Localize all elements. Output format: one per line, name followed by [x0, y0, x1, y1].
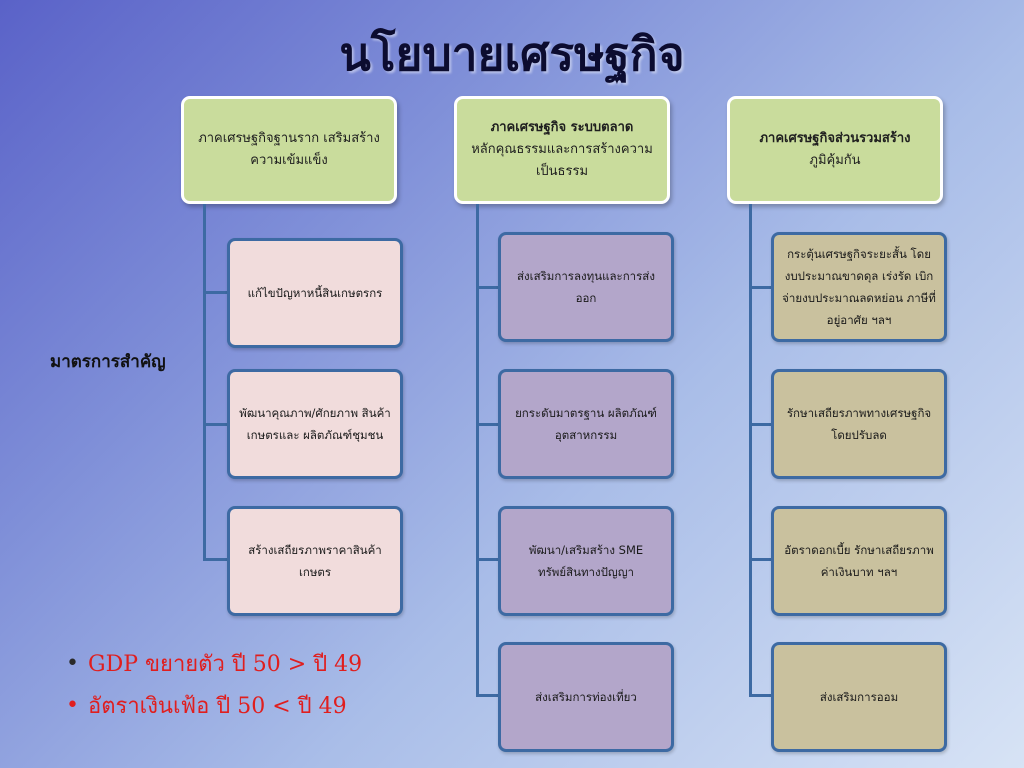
header-line: ภาคเศรษฐกิจส่วนรวมสร้าง: [759, 131, 911, 146]
connector-branch: [476, 286, 502, 289]
measure-box: ส่งเสริมการลงทุนและการส่งออก: [498, 232, 674, 342]
connector-vertical: [203, 204, 206, 560]
measure-box: สร้างเสถียรภาพราคาสินค้า เกษตร: [227, 506, 403, 616]
header-line: เป็นธรรม: [535, 164, 589, 179]
bullet-list: • GDP ขยายตัว ปี 50 > ปี 49 • อัตราเงินเ…: [66, 642, 362, 726]
header-line: ภาคเศรษฐกิจฐานราก เสริมสร้าง: [198, 131, 380, 146]
measure-box: พัฒนา/เสริมสร้าง SME ทรัพย์สินทางปัญญา: [498, 506, 674, 616]
column-header-market: ภาคเศรษฐกิจ ระบบตลาด หลักคุณธรรมและการสร…: [454, 96, 670, 204]
connector-branch: [749, 558, 775, 561]
bullet-item: • GDP ขยายตัว ปี 50 > ปี 49: [66, 642, 362, 684]
column-header-macro: ภาคเศรษฐกิจส่วนรวมสร้าง ภูมิคุ้มกัน: [727, 96, 943, 204]
connector-branch: [476, 558, 502, 561]
connector-branch: [203, 558, 229, 561]
header-line: ภูมิคุ้มกัน: [809, 153, 861, 168]
measure-box: ยกระดับมาตรฐาน ผลิตภัณฑ์อุตสาหกรรม: [498, 369, 674, 479]
connector-branch: [749, 423, 775, 426]
bullet-dot-icon: •: [66, 692, 79, 718]
bullet-dot-icon: •: [66, 650, 79, 676]
measure-box: กระตุ้นเศรษฐกิจระยะสั้น โดย งบประมาณขาดด…: [771, 232, 947, 342]
measure-box: รักษาเสถียรภาพทางเศรษฐกิจ โดยปรับลด: [771, 369, 947, 479]
connector-branch: [476, 423, 502, 426]
connector-branch: [476, 694, 502, 697]
connector-branch: [749, 694, 775, 697]
bullet-item: • อัตราเงินเฟ้อ ปี 50 < ปี 49: [66, 684, 362, 726]
connector-branch: [203, 423, 229, 426]
measure-box: แก้ไขปัญหาหนี้สินเกษตรกร: [227, 238, 403, 348]
connector-branch: [749, 286, 775, 289]
column-header-grassroots: ภาคเศรษฐกิจฐานราก เสริมสร้าง ความเข้มแข็…: [181, 96, 397, 204]
connector-vertical: [476, 204, 479, 697]
header-line: ภาคเศรษฐกิจ ระบบตลาด: [490, 120, 634, 135]
connector-vertical: [749, 204, 752, 697]
measure-box: อัตราดอกเบี้ย รักษาเสถียรภาพ ค่าเงินบาท …: [771, 506, 947, 616]
bullet-text: อัตราเงินเฟ้อ ปี 50 < ปี 49: [88, 693, 347, 719]
bullet-text: GDP ขยายตัว ปี 50 > ปี 49: [88, 651, 363, 677]
measures-label: มาตรการสำคัญ: [50, 352, 166, 372]
header-line: ความเข้มแข็ง: [250, 153, 328, 168]
measure-box: ส่งเสริมการออม: [771, 642, 947, 752]
connector-branch: [203, 291, 229, 294]
page-title: นโยบายเศรษฐกิจ: [339, 27, 685, 81]
measure-box: พัฒนาคุณภาพ/ศักยภาพ สินค้า เกษตรและ ผลิต…: [227, 369, 403, 479]
header-line: หลักคุณธรรมและการสร้างความ: [471, 142, 653, 157]
measure-box: ส่งเสริมการท่องเที่ยว: [498, 642, 674, 752]
